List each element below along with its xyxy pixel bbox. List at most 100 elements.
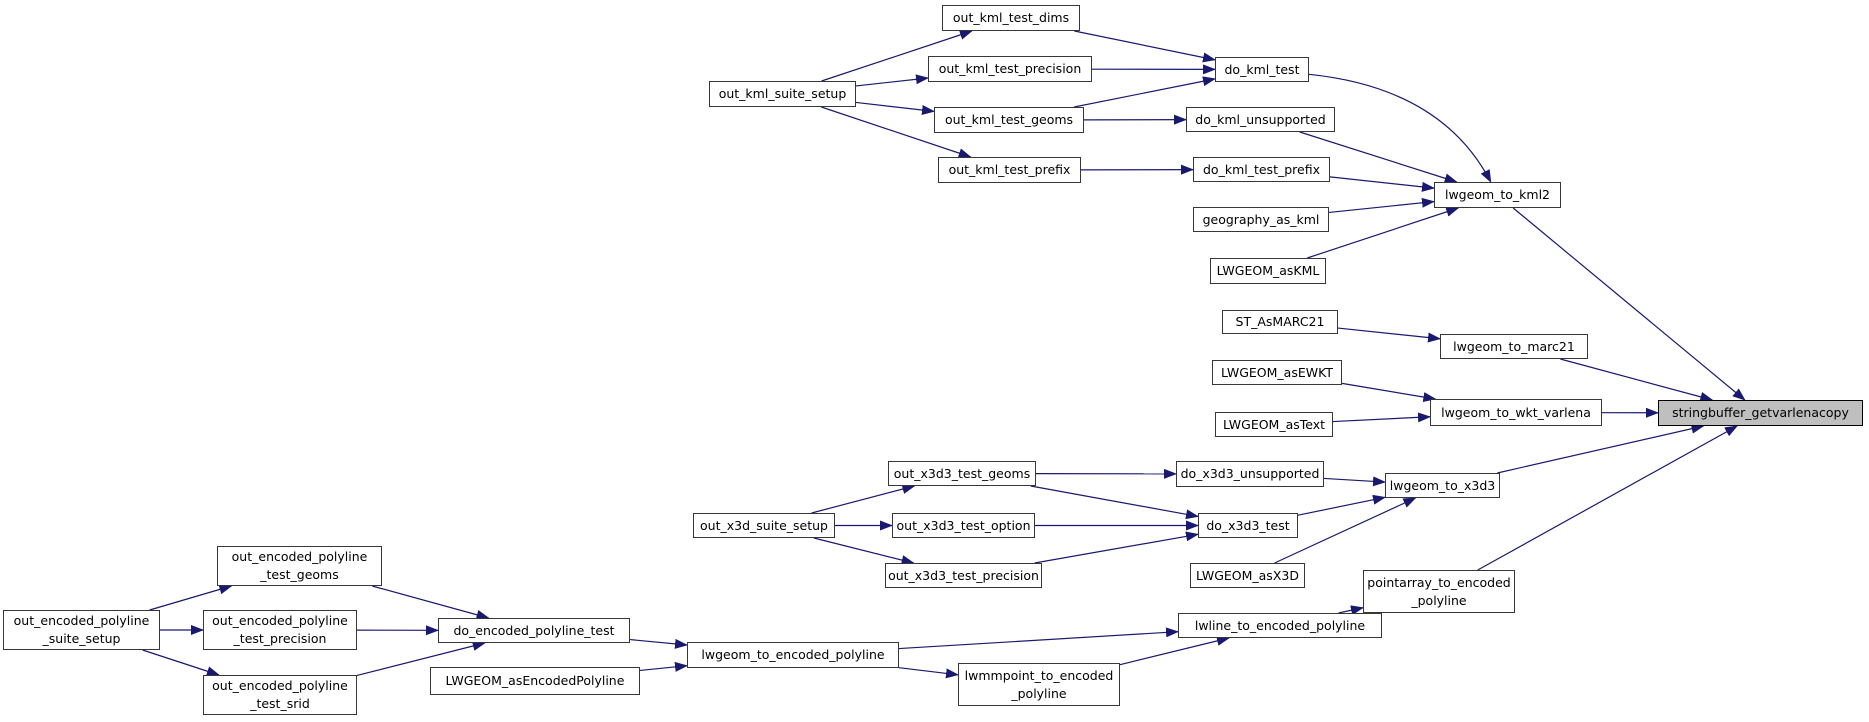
- edge-out_encoded_polyline_suite_setup-to-out_encoded_polyline_test_srid: [142, 649, 220, 677]
- node-out_kml_test_geoms[interactable]: out_kml_test_geoms: [934, 107, 1084, 133]
- node-label: LWGEOM_asX3D: [1196, 567, 1299, 583]
- node-pointarray_to_encoded_polyline[interactable]: pointarray_to_encoded _polyline: [1363, 570, 1515, 613]
- edge-out_kml_test_dims-to-do_kml_test: [1074, 30, 1216, 63]
- node-out_x3d3_test_precision[interactable]: out_x3d3_test_precision: [885, 563, 1042, 588]
- node-out_kml_test_prefix[interactable]: out_kml_test_prefix: [938, 157, 1081, 183]
- node-label: pointarray_to_encoded _polyline: [1367, 574, 1511, 608]
- node-label: lwgeom_to_marc21: [1453, 338, 1575, 354]
- edge-lwgeom_to_kml2-to-stringbuffer_getvarlenacopy: [1512, 207, 1746, 401]
- node-label: do_x3d3_test: [1206, 517, 1290, 533]
- node-stringbuffer_getvarlenacopy: stringbuffer_getvarlenacopy: [1658, 400, 1863, 426]
- edge-out_x3d3_test_geoms-to-do_x3d3_test: [1030, 485, 1199, 520]
- edge-out_kml_suite_setup-to-out_kml_test_precision: [855, 74, 929, 87]
- node-out_encoded_polyline_test_srid[interactable]: out_encoded_polyline _test_srid: [203, 675, 357, 715]
- edge-do_kml_test-to-lwgeom_to_kml2: [1308, 73, 1492, 183]
- node-lwgeom_to_kml2[interactable]: lwgeom_to_kml2: [1434, 182, 1561, 208]
- node-label: lwgeom_to_wkt_varlena: [1441, 404, 1591, 420]
- node-label: out_kml_test_prefix: [948, 162, 1071, 178]
- node-do_x3d3_test[interactable]: do_x3d3_test: [1198, 513, 1298, 538]
- node-lwgeom_to_marc21[interactable]: lwgeom_to_marc21: [1440, 334, 1588, 359]
- node-out_encoded_polyline_suite_setup[interactable]: out_encoded_polyline _suite_setup: [3, 610, 160, 650]
- edge-out_kml_suite_setup-to-out_kml_test_prefix: [821, 106, 972, 158]
- edge-out_encoded_polyline_test_srid-to-do_encoded_polyline_test: [356, 641, 486, 677]
- edge-LWGEOM_asEncodedPolyline-to-lwgeom_to_encoded_polyline: [639, 661, 688, 672]
- node-label: LWGEOM_asKML: [1216, 263, 1320, 279]
- node-label: lwgeom_to_kml2: [1444, 187, 1551, 203]
- edge-LWGEOM_asX3D-to-lwgeom_to_x3d3: [1274, 497, 1417, 564]
- edge-LWGEOM_asText-to-lwgeom_to_wkt_varlena: [1332, 412, 1431, 423]
- edge-lwgeom_to_x3d3-to-stringbuffer_getvarlenacopy: [1497, 423, 1705, 474]
- node-out_x3d3_test_geoms[interactable]: out_x3d3_test_geoms: [888, 461, 1036, 486]
- node-lwgeom_to_x3d3[interactable]: lwgeom_to_x3d3: [1385, 473, 1500, 498]
- edge-LWGEOM_asEWKT-to-lwgeom_to_wkt_varlena: [1341, 382, 1437, 402]
- node-label: lwline_to_encoded_polyline: [1194, 617, 1366, 633]
- node-LWGEOM_asKML[interactable]: LWGEOM_asKML: [1210, 258, 1326, 284]
- edge-out_x3d_suite_setup-to-out_x3d3_test_geoms: [811, 484, 916, 514]
- node-label: do_encoded_polyline_test: [453, 622, 615, 638]
- node-out_kml_test_precision[interactable]: out_kml_test_precision: [928, 56, 1092, 82]
- node-label: out_x3d3_test_geoms: [893, 465, 1031, 481]
- node-label: out_encoded_polyline _test_precision: [212, 613, 348, 646]
- node-out_x3d_suite_setup[interactable]: out_x3d_suite_setup: [693, 513, 835, 538]
- node-lwgeom_to_wkt_varlena[interactable]: lwgeom_to_wkt_varlena: [1430, 399, 1602, 426]
- edge-out_x3d_suite_setup-to-out_x3d3_test_precision: [813, 537, 915, 565]
- node-label: out_x3d3_test_option: [896, 517, 1031, 533]
- node-label: stringbuffer_getvarlenacopy: [1672, 405, 1849, 421]
- edge-out_x3d3_test_precision-to-do_x3d3_test: [1034, 531, 1199, 564]
- edge-do_x3d3_unsupported-to-lwgeom_to_x3d3: [1323, 476, 1386, 487]
- node-out_encoded_polyline_test_precision[interactable]: out_encoded_polyline _test_precision: [203, 610, 357, 650]
- node-LWGEOM_asEWKT[interactable]: LWGEOM_asEWKT: [1212, 360, 1342, 385]
- edge-lwline_to_encoded_polyline-to-pointarray_to_encoded_polyline: [1338, 605, 1364, 616]
- node-out_x3d3_test_option[interactable]: out_x3d3_test_option: [892, 513, 1035, 538]
- node-label: do_kml_test: [1224, 61, 1300, 77]
- node-do_encoded_polyline_test[interactable]: do_encoded_polyline_test: [438, 618, 630, 643]
- node-LWGEOM_asX3D[interactable]: LWGEOM_asX3D: [1190, 563, 1305, 588]
- edge-lwgeom_to_encoded_polyline-to-lwmmpoint_to_encoded_polyline: [898, 667, 959, 679]
- edge-LWGEOM_asKML-to-lwgeom_to_kml2: [1307, 207, 1460, 259]
- edge-out_kml_test_geoms-to-do_kml_test: [1074, 76, 1216, 108]
- node-do_kml_test_prefix[interactable]: do_kml_test_prefix: [1193, 157, 1330, 182]
- edge-do_x3d3_test-to-lwgeom_to_x3d3: [1297, 494, 1386, 516]
- node-label: out_kml_test_geoms: [944, 112, 1074, 128]
- node-LWGEOM_asText[interactable]: LWGEOM_asText: [1215, 412, 1333, 437]
- node-lwgeom_to_encoded_polyline[interactable]: lwgeom_to_encoded_polyline: [687, 642, 899, 668]
- edge-out_kml_suite_setup-to-out_kml_test_geoms: [855, 101, 935, 115]
- node-lwline_to_encoded_polyline[interactable]: lwline_to_encoded_polyline: [1178, 613, 1382, 638]
- edge-do_kml_unsupported-to-lwgeom_to_kml2: [1299, 131, 1458, 184]
- edge-do_kml_test_prefix-to-lwgeom_to_kml2: [1329, 176, 1435, 192]
- node-label: out_kml_suite_setup: [718, 86, 847, 102]
- node-label: LWGEOM_asEWKT: [1221, 364, 1333, 380]
- edge-geography_as_kml-to-lwgeom_to_kml2: [1328, 197, 1435, 214]
- node-lwmmpoint_to_encoded_polyline[interactable]: lwmmpoint_to_encoded _polyline: [958, 663, 1120, 706]
- node-do_kml_unsupported[interactable]: do_kml_unsupported: [1186, 107, 1335, 132]
- edge-lwmmpoint_to_encoded_polyline-to-lwline_to_encoded_polyline: [1119, 635, 1230, 666]
- node-label: LWGEOM_asEncodedPolyline: [445, 673, 625, 689]
- node-label: out_encoded_polyline _test_geoms: [231, 549, 368, 582]
- edge-out_encoded_polyline_suite_setup-to-out_encoded_polyline_test_geoms: [149, 584, 233, 611]
- node-do_kml_test[interactable]: do_kml_test: [1215, 57, 1309, 82]
- edge-lwgeom_to_marc21-to-stringbuffer_getvarlenacopy: [1560, 358, 1714, 402]
- node-do_x3d3_unsupported[interactable]: do_x3d3_unsupported: [1176, 461, 1324, 487]
- node-label: lwmmpoint_to_encoded _polyline: [964, 667, 1114, 701]
- node-out_encoded_polyline_test_geoms[interactable]: out_encoded_polyline _test_geoms: [217, 546, 382, 586]
- node-label: out_encoded_polyline _test_srid: [212, 678, 348, 711]
- node-label: LWGEOM_asText: [1222, 416, 1326, 432]
- node-LWGEOM_asEncodedPolyline[interactable]: LWGEOM_asEncodedPolyline: [430, 667, 640, 695]
- node-label: out_kml_test_precision: [938, 61, 1082, 77]
- node-label: out_kml_test_dims: [952, 10, 1070, 26]
- node-label: out_x3d_suite_setup: [700, 517, 828, 533]
- edge-ST_AsMARC21-to-lwgeom_to_marc21: [1337, 327, 1441, 343]
- edge-pointarray_to_encoded_polyline-to-stringbuffer_getvarlenacopy: [1477, 425, 1738, 571]
- node-label: geography_as_kml: [1202, 211, 1320, 227]
- node-geography_as_kml[interactable]: geography_as_kml: [1193, 207, 1329, 232]
- node-out_kml_test_dims[interactable]: out_kml_test_dims: [942, 5, 1080, 31]
- node-label: lwgeom_to_x3d3: [1389, 477, 1496, 493]
- edge-lwgeom_to_encoded_polyline-to-lwline_to_encoded_polyline: [898, 627, 1179, 650]
- edge-do_encoded_polyline_test-to-lwgeom_to_encoded_polyline: [629, 638, 688, 649]
- node-label: out_x3d3_test_precision: [888, 567, 1039, 583]
- node-ST_AsMARC21[interactable]: ST_AsMARC21: [1222, 310, 1338, 334]
- node-label: out_encoded_polyline _suite_setup: [13, 613, 150, 646]
- node-label: do_x3d3_unsupported: [1180, 466, 1320, 482]
- node-out_kml_suite_setup[interactable]: out_kml_suite_setup: [709, 81, 856, 107]
